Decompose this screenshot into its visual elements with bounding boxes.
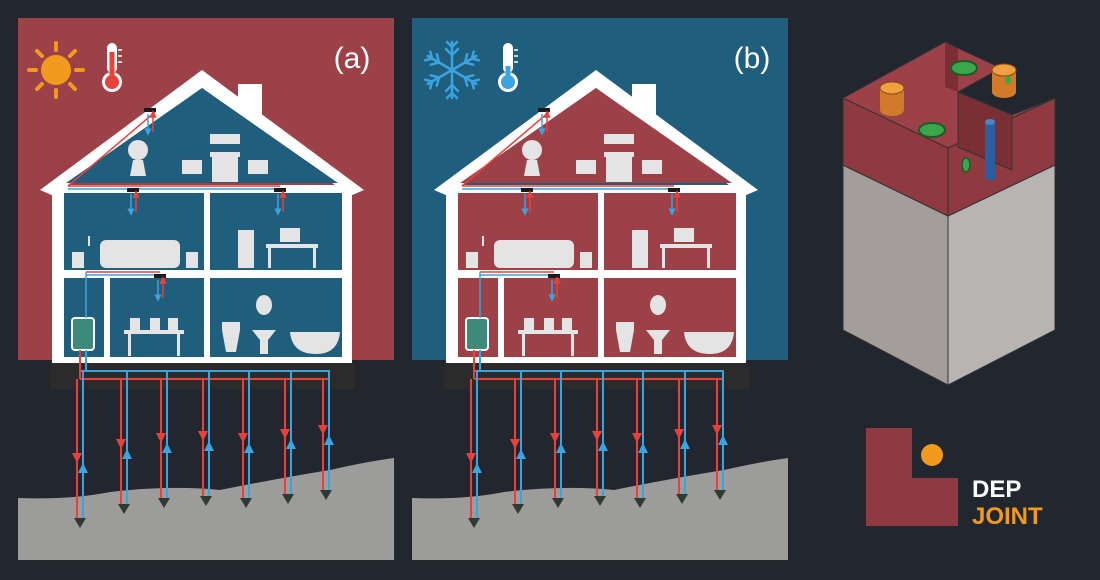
sink <box>646 330 670 354</box>
probe-tip <box>714 490 726 500</box>
probe-tip <box>158 498 170 508</box>
vent-icon <box>144 108 156 112</box>
mirror <box>256 295 272 315</box>
vent-icon <box>668 188 680 192</box>
vent-icon <box>548 274 560 278</box>
chair <box>544 318 554 332</box>
lamp-table <box>580 252 592 268</box>
armchair <box>182 160 202 174</box>
chair <box>238 230 254 268</box>
chair <box>130 318 140 332</box>
panel-b-label: (b) <box>734 42 771 75</box>
picture-frames <box>604 134 634 144</box>
armchair <box>642 160 662 174</box>
desk <box>660 244 712 248</box>
sofa <box>100 240 180 268</box>
pipe-icon <box>985 119 995 180</box>
room-office <box>604 193 736 270</box>
connector-icon <box>879 81 905 116</box>
snowflake-icon <box>423 40 481 100</box>
isometric-block <box>841 41 1056 386</box>
dep-joint-logo: DEP JOINT <box>866 428 1043 530</box>
plant <box>524 160 540 176</box>
room-dining <box>504 278 598 357</box>
lamp-table <box>72 252 84 268</box>
thermometer-hot-icon <box>102 43 122 92</box>
ground <box>18 458 394 560</box>
lamp-table <box>466 252 478 268</box>
attic-room <box>66 88 338 183</box>
probe-tip <box>512 504 524 514</box>
furniture <box>466 134 734 356</box>
chair <box>632 230 648 268</box>
attic-room <box>460 88 732 183</box>
connector-icon <box>991 63 1017 98</box>
vent-icon <box>274 188 286 192</box>
probe-tip <box>240 498 252 508</box>
armchair <box>248 160 268 174</box>
hole-icon <box>918 122 946 138</box>
furniture <box>72 134 340 356</box>
mirror <box>650 295 666 315</box>
desk <box>266 244 318 248</box>
probe-tip <box>676 494 688 504</box>
panel-heating <box>18 18 394 560</box>
chair <box>524 318 534 332</box>
heat-pump-unit <box>71 317 95 351</box>
probe-tip <box>320 490 332 500</box>
ground <box>412 458 788 560</box>
fireplace <box>606 156 632 182</box>
armchair <box>576 160 596 174</box>
sun-icon <box>27 41 85 99</box>
fireplace <box>212 156 238 182</box>
toilet <box>616 322 634 330</box>
probe-tip <box>282 494 294 504</box>
monitor <box>280 228 300 242</box>
sofa <box>494 240 574 268</box>
plant <box>130 160 146 176</box>
vent-icon <box>154 274 166 278</box>
vent-icon <box>521 188 533 192</box>
chair <box>562 318 572 332</box>
panel-a-label: (a) <box>334 42 371 75</box>
room-dining <box>110 278 204 357</box>
air-ducts <box>461 111 674 318</box>
chair <box>168 318 178 332</box>
probe-tip <box>74 518 86 528</box>
room-office <box>210 193 342 270</box>
picture-frames <box>210 134 240 144</box>
probe-tip <box>200 496 212 506</box>
air-ducts <box>67 111 280 318</box>
toilet <box>222 322 240 330</box>
chimney <box>632 84 656 114</box>
vent-icon <box>538 108 550 112</box>
logo-joint: JOINT <box>972 503 1043 530</box>
logo-dep: DEP <box>972 476 1021 503</box>
bathtub <box>684 332 734 354</box>
hole-icon <box>950 60 978 76</box>
panel-cooling <box>412 18 788 560</box>
chair <box>150 318 160 332</box>
probe-tip <box>118 504 130 514</box>
heat-pump-unit <box>465 317 489 351</box>
probe-tip <box>468 518 480 528</box>
thermometer-cold-icon <box>498 43 518 92</box>
probe-tip <box>552 498 564 508</box>
chimney <box>238 84 262 114</box>
probe-tip <box>634 498 646 508</box>
sink <box>252 330 276 354</box>
lamp-table <box>186 252 198 268</box>
bathtub <box>290 332 340 354</box>
monitor <box>674 228 694 242</box>
vent-icon <box>127 188 139 192</box>
probe-tip <box>594 496 606 506</box>
